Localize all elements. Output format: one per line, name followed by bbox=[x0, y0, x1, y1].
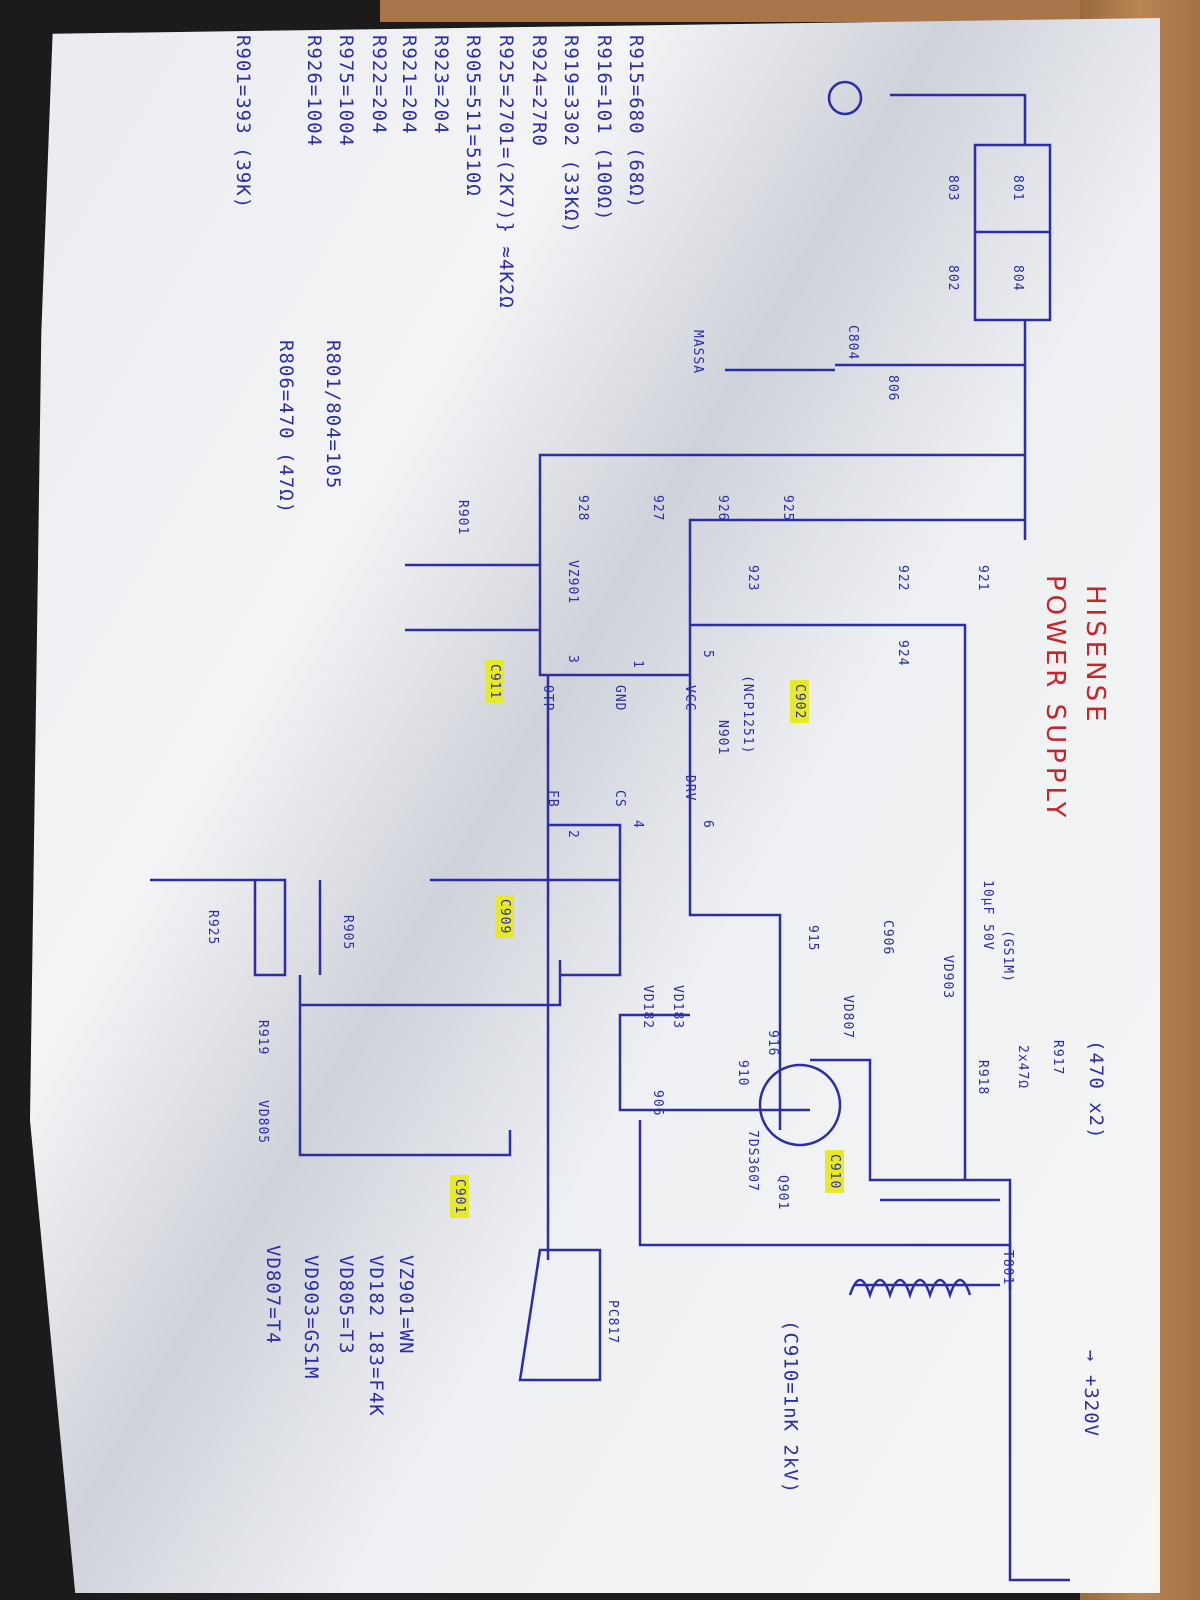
label-r910: 910 bbox=[735, 1060, 750, 1087]
pin-2: 2 bbox=[565, 830, 580, 839]
semi-0: VZ901=WN bbox=[395, 1255, 417, 1355]
mosfet-circle bbox=[758, 1063, 842, 1147]
output-wire bbox=[638, 1119, 1070, 1582]
label-ic-part: (NCP1251) bbox=[740, 675, 755, 755]
ic-wires bbox=[430, 623, 967, 1260]
resistor-value-3: R924=27R0 bbox=[528, 35, 550, 147]
semi-2: VD805=T3 bbox=[335, 1255, 357, 1355]
feedback-wires bbox=[150, 878, 562, 1157]
label-r917-value: 2x47Ω bbox=[1015, 1045, 1030, 1090]
label-r923: 923 bbox=[745, 565, 760, 592]
label-r918: R918 bbox=[975, 1060, 990, 1096]
pin-otp: OTP bbox=[540, 685, 555, 712]
resistor-value-7: R921=204 bbox=[398, 35, 420, 135]
label-r906: 906 bbox=[650, 1090, 665, 1117]
label-q901: Q901 bbox=[775, 1175, 790, 1211]
label-c906: C906 bbox=[880, 920, 895, 956]
label-t801: T801 bbox=[1000, 1250, 1015, 1286]
resistor-value-8: R922=204 bbox=[368, 35, 390, 135]
label-r921: 921 bbox=[975, 565, 990, 592]
ac-source-symbol bbox=[827, 80, 863, 116]
transformer-optocoupler bbox=[518, 1198, 1000, 1382]
label-q901-part: 7DS3607 bbox=[745, 1130, 760, 1192]
label-r925: 925 bbox=[780, 495, 795, 522]
subtitle: POWER SUPPLY bbox=[1040, 575, 1070, 822]
label-r915: 915 bbox=[805, 925, 820, 952]
note-r806: R806=470 (47Ω) bbox=[275, 340, 297, 515]
label-r803: 803 bbox=[945, 175, 960, 202]
pin-3: 3 bbox=[565, 655, 580, 664]
pin-drv: DRV bbox=[682, 775, 697, 802]
label-r801: 801 bbox=[1010, 175, 1025, 202]
label-r927: 927 bbox=[650, 495, 665, 522]
label-c804: C804 bbox=[845, 325, 860, 361]
label-c911: C911 bbox=[485, 660, 504, 704]
pin-cs: CS bbox=[612, 790, 627, 808]
note-r917: (470 x2) bbox=[1085, 1040, 1107, 1140]
resistor-value-9: R975=1004 bbox=[335, 35, 357, 147]
label-c910: C910 bbox=[825, 1150, 844, 1194]
label-r917: R917 bbox=[1050, 1040, 1065, 1076]
pin-1: 1 bbox=[630, 660, 645, 669]
paper-sheet bbox=[30, 18, 1160, 1593]
pin-6: 6 bbox=[700, 820, 715, 829]
semi-3: VD903=GS1M bbox=[300, 1255, 322, 1380]
label-r916: 916 bbox=[765, 1030, 780, 1057]
label-c906-value: 10µF 50V bbox=[980, 880, 995, 951]
resistor-value-5: R905=511=510Ω bbox=[462, 35, 484, 197]
note-r801-804: R801/804=105 bbox=[322, 340, 344, 490]
output-voltage: → +320V bbox=[1080, 1350, 1102, 1438]
semi-1: VD182 183=F4K bbox=[365, 1255, 387, 1417]
label-r905: R905 bbox=[340, 915, 355, 951]
title: HISENSE bbox=[1080, 585, 1110, 726]
label-c901: C901 bbox=[450, 1175, 469, 1219]
label-r804: 804 bbox=[1010, 265, 1025, 292]
resistor-value-0: R915=680 (68Ω) bbox=[625, 35, 647, 210]
label-vd183: VD183 bbox=[670, 985, 685, 1030]
resistor-value-6: R923=204 bbox=[430, 35, 452, 135]
label-r925b: R925 bbox=[205, 910, 220, 946]
mosfet-wires bbox=[405, 563, 1012, 1290]
label-vd903-part: (GS1M) bbox=[1000, 930, 1015, 983]
input-wires bbox=[538, 93, 1052, 677]
label-r926: 926 bbox=[715, 495, 730, 522]
note-c910: (C910=1nK 2kV) bbox=[779, 1320, 802, 1495]
resistor-value-4: R925=2701=(2K7)} ≈4K2Ω bbox=[495, 35, 517, 309]
resistor-value-11: R901=393 (39K) bbox=[232, 35, 254, 210]
pin-fb: FB bbox=[545, 790, 560, 808]
pin-gnd: GND bbox=[612, 685, 627, 712]
pin-4: 4 bbox=[630, 820, 645, 829]
label-r922: 922 bbox=[895, 565, 910, 592]
label-c902: C902 bbox=[790, 680, 809, 724]
label-r924: 924 bbox=[895, 640, 910, 667]
resistor-value-1: R916=101 (100Ω) bbox=[593, 35, 615, 222]
label-r919: R919 bbox=[255, 1020, 270, 1056]
pin-vcc: VCC bbox=[682, 685, 697, 712]
label-massa: MASSA bbox=[690, 330, 705, 375]
label-vd805: VD805 bbox=[255, 1100, 270, 1145]
resistor-value-2: R919=3302 (33KΩ) bbox=[560, 35, 582, 235]
transformer-winding bbox=[848, 1278, 972, 1299]
label-vd807: VD807 bbox=[840, 995, 855, 1040]
semi-4: VD807=T4 bbox=[262, 1245, 284, 1345]
label-r806: 806 bbox=[885, 375, 900, 402]
label-r802: 802 bbox=[945, 265, 960, 292]
label-c909: C909 bbox=[495, 895, 514, 939]
label-vz901: VZ901 bbox=[565, 560, 580, 605]
resistor-value-10: R926=1004 bbox=[303, 35, 325, 147]
label-vd182: VD182 bbox=[640, 985, 655, 1030]
label-vd903: VD903 bbox=[940, 955, 955, 1000]
wood-table bbox=[380, 0, 1200, 22]
label-r901: R901 bbox=[455, 500, 470, 536]
pin-5: 5 bbox=[700, 650, 715, 659]
label-r928: 928 bbox=[575, 495, 590, 522]
label-ic: N901 bbox=[715, 720, 730, 756]
label-pc817: PC817 bbox=[605, 1300, 620, 1345]
